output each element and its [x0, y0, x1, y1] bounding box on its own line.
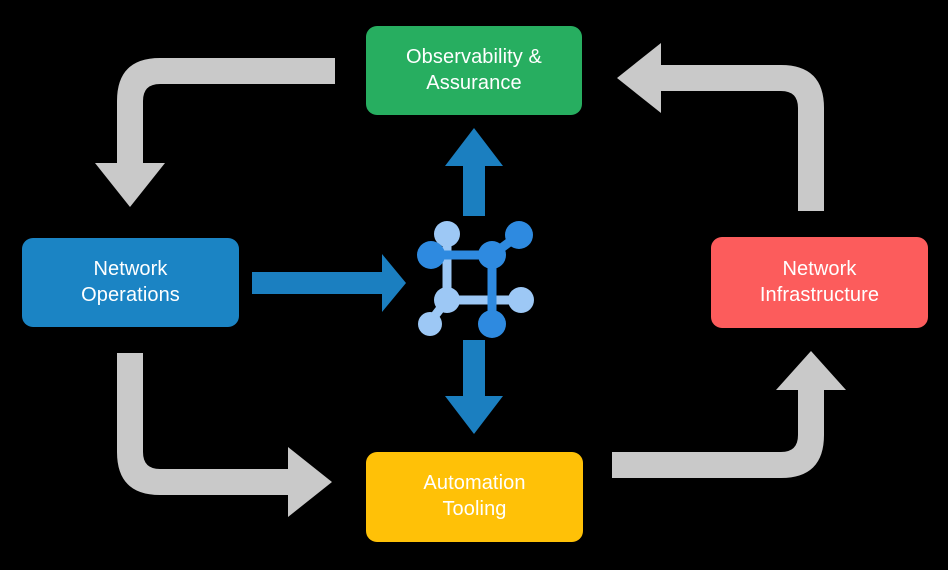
node-label-network-operations: Network Operations	[81, 257, 180, 306]
arrow-observability-to-operations	[95, 58, 335, 207]
arrow-infrastructure-to-observability	[617, 43, 824, 211]
node-box-network-operations[interactable]: Network Operations	[22, 238, 239, 327]
node-label-automation-tooling: Automation Tooling	[423, 472, 526, 520]
node-box-automation-tooling[interactable]: Automation Tooling	[366, 452, 583, 542]
node-box-network-infrastructure[interactable]: Network Infrastructure	[711, 237, 928, 328]
node-label-network-infrastructure: Network Infrastructure	[759, 257, 880, 306]
arrow-operations-to-center	[252, 254, 406, 312]
node-label-observability: Observability & Assurance	[406, 45, 542, 94]
arrow-automation-to-infrastructure	[612, 351, 846, 478]
arrow-center-to-automation	[445, 340, 503, 434]
node-box-observability[interactable]: Observability & Assurance	[366, 26, 582, 115]
arrow-operations-to-automation	[117, 353, 332, 517]
arrow-center-to-observability	[445, 128, 503, 216]
